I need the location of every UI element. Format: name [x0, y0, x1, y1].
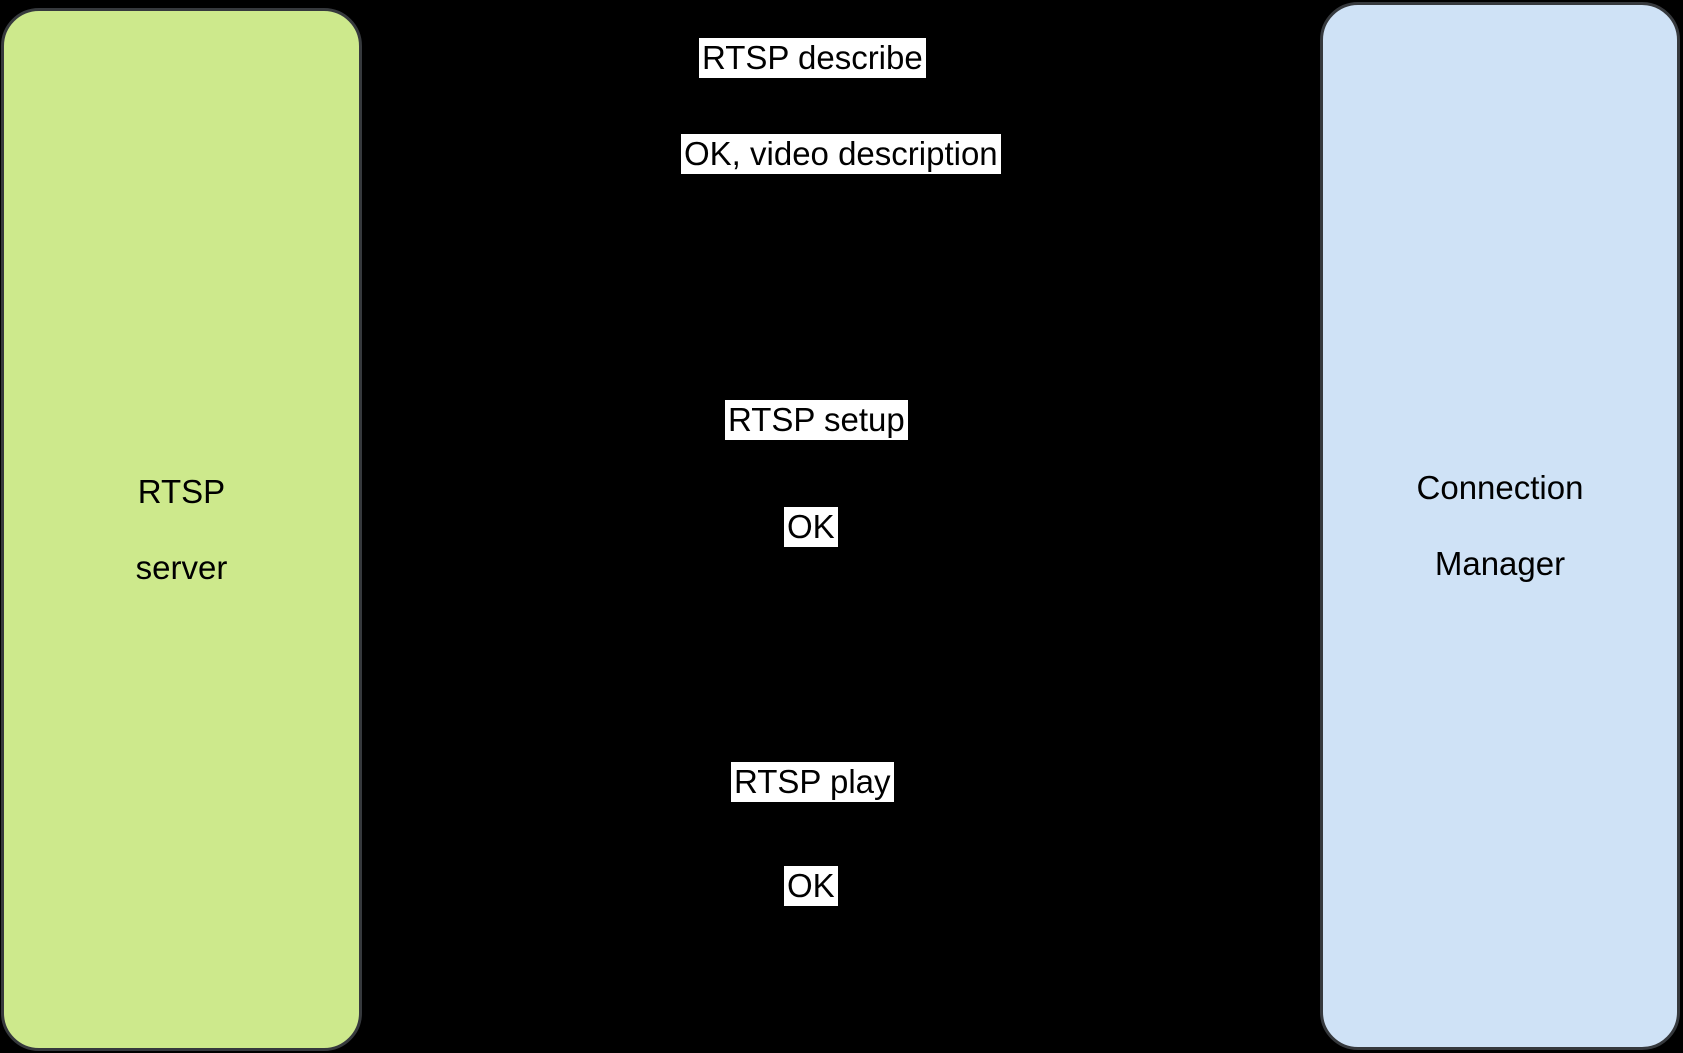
- message-label-rtsp-describe: RTSP describe: [699, 38, 926, 78]
- message-label-rtsp-setup: RTSP setup: [725, 400, 908, 440]
- actor-title-line: Connection: [1416, 469, 1584, 506]
- actor-title-connection-manager: Connection Manager: [1417, 468, 1584, 584]
- message-label-ok-setup: OK: [784, 507, 838, 547]
- message-label-ok-play: OK: [784, 866, 838, 906]
- actor-box-connection-manager: Connection Manager: [1320, 2, 1680, 1050]
- actor-title-line: Manager: [1434, 545, 1566, 582]
- actor-title-line: server: [135, 548, 228, 586]
- actor-title-rtsp-server: RTSP server: [136, 472, 228, 588]
- actor-title-line: RTSP: [137, 472, 226, 510]
- actor-box-rtsp-server: RTSP server: [1, 8, 362, 1051]
- message-label-ok-video-description: OK, video description: [681, 134, 1001, 174]
- message-label-rtsp-play: RTSP play: [731, 762, 894, 802]
